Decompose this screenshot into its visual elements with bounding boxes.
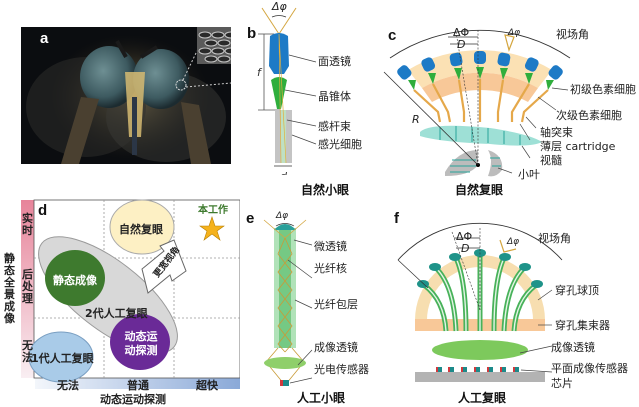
y-level-none: 无法 [22,339,33,364]
y-axis-title: 静态全景成像 [4,252,15,325]
facet-lenses [397,51,563,80]
x-axis-title: 动态运动探测 [100,393,166,406]
bubble-natural [109,199,175,255]
fov-label-f: 视场角 [538,232,571,245]
panel-d-label: d [38,202,48,219]
bubble-gen1 [28,331,94,383]
panel-a-label: a [40,30,49,47]
panel-c-label: c [388,27,397,44]
artificial-ommatidium-diagram [263,219,313,386]
axons [413,79,549,123]
label-perforated-concentrator: 穿孔集束器 [555,319,610,332]
label-rhabdom: 感杆束 [318,120,351,133]
label-photoreceptor: 感光细胞 [318,138,362,151]
fov-arc [389,29,571,59]
label-chip: 芯片 [551,377,573,390]
lamina-cartridge [420,125,542,146]
focal-length-label: f [257,66,263,79]
label-photodetector: 光电传感器 [314,363,369,376]
perforated-dome [415,255,545,320]
d-label: d [280,170,288,175]
wider-fov-arrow [141,239,187,294]
bubble-static-label: 静态成像 [53,274,97,287]
bubble-dynamic-label: 动态运动探测 [124,330,158,357]
x-axis-gradient-bar [35,378,240,389]
panel-b-label: b [247,25,257,42]
delta-Phi-label-c: ΔΦ [453,26,470,39]
bubble-gen2-label: 2代人工复眼 [85,307,148,320]
label-crystalline-cone: 晶锥体 [318,90,351,103]
label-lobula: 小叶 [518,168,540,181]
R-label-c: R [412,113,420,126]
delta-phi-label-e: Δφ [276,211,289,221]
microlens [274,224,296,230]
imaging-lens [264,357,306,369]
label-fiber-cladding: 光纤包层 [314,298,358,311]
label-primary-pigment: 初级色素细胞 [570,83,636,96]
label-microlens: 微透镜 [314,240,347,253]
chip [415,372,545,382]
label-imaging-lens-f: 成像透镜 [551,341,595,354]
label-planar-sensor: 平面成像传感器 [551,362,628,375]
fov-label-c: 视场角 [556,28,589,41]
bubble-static [45,250,105,306]
bubble-gen1-label: 1代人工复眼 [31,352,94,365]
label-fiber-core: 光纤核 [314,262,347,275]
crystalline-cones [408,67,554,90]
right-compound-eye [133,49,189,109]
y-level-postprocess: 后处理 [22,268,33,305]
panel-f-label: f [394,210,399,227]
delta-Phi-label-f: ΔΦ [456,230,473,243]
rhabdom [281,110,286,163]
label-medulla: 视髓 [540,154,562,167]
delta-phi-label-c: Δφ [508,28,521,38]
delta-phi-label-f: Δφ [507,237,520,247]
light-path [277,237,293,353]
lobula-right [488,150,503,177]
fiber-core [279,228,291,348]
left-compound-eye [80,46,138,108]
x-level-ultrafast: 超快 [196,379,218,392]
natural-ommatidium-diagram: f d [257,7,317,175]
x-level-normal: 普通 [127,379,149,392]
capability-map [28,199,240,383]
label-perforated-dome: 穿孔球顶 [555,284,599,297]
D-label-c: D [457,38,466,51]
crystalline-cone [271,77,287,109]
natural-compound-eye-diagram [383,29,571,177]
imaging-lens-f [432,340,528,360]
panel-e-label: e [246,210,255,227]
y-level-realtime: 实时 [22,212,33,237]
bubble-natural-label: 自然复眼 [119,223,163,236]
star-icon [199,216,225,241]
sem-inset [197,27,231,64]
caption-f: 人工复眼 [458,391,507,405]
caption-b: 自然小眼 [301,183,350,197]
sensor-pixels [436,367,519,372]
bubble-dynamic [110,314,170,370]
photodetector [280,380,289,386]
y-axis-gradient-bar [21,200,34,378]
label-facet-lens: 面透镜 [318,55,351,68]
label-secondary-pigment: 次级色素细胞 [556,109,622,122]
x-level-none: 无法 [57,379,79,392]
fly-photo [26,27,231,164]
panel-a: a [21,27,231,164]
caption-e: 人工小眼 [297,391,346,405]
panel-d: d 静态全景成像 实时 后处理 无法 无法 普通 超快 动态运动探测 自然复眼 … [0,195,240,406]
label-lamina: 薄层 cartridge [540,140,616,153]
this-work-label: 本工作 [198,205,228,216]
delta-phi-label-b: Δφ [272,0,287,13]
label-axon-bundle: 轴突束 [540,126,573,139]
caption-c: 自然复眼 [455,183,504,197]
D-label-f: D [461,242,470,255]
label-imaging-lens: 成像透镜 [314,341,358,354]
artificial-compound-eye-diagram [397,222,563,382]
